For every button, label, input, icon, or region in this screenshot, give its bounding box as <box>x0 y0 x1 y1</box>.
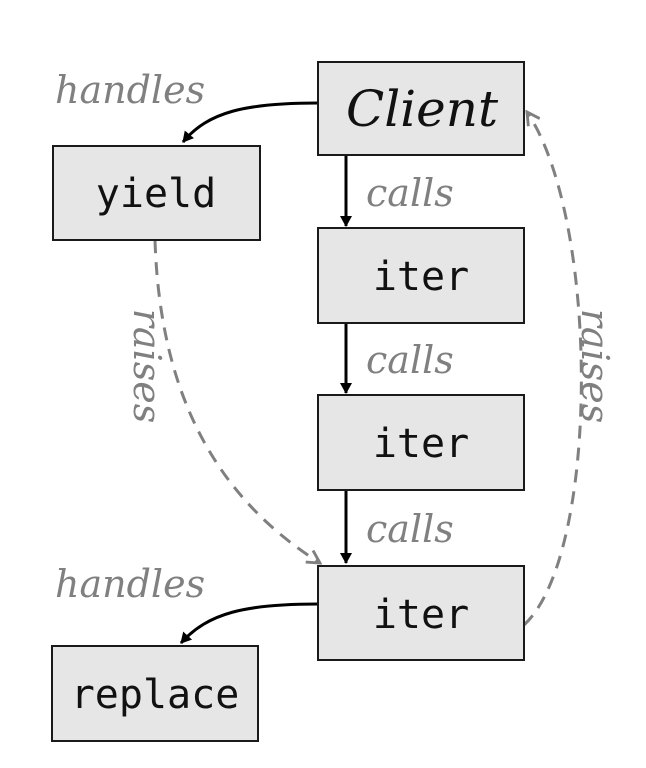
iter-handles-label: handles <box>55 562 205 606</box>
client-handles-label: handles <box>55 68 205 112</box>
iter-raises-label: raises <box>573 309 617 423</box>
iter-label-2: iter <box>373 421 469 467</box>
yield-node: yield <box>52 145 261 241</box>
calls-label-3: calls <box>366 507 454 551</box>
yield-label: yield <box>96 171 216 217</box>
client-node: Client <box>317 61 525 156</box>
calls-label-1: calls <box>366 171 454 215</box>
iter3-handles-arrow <box>179 602 319 645</box>
iter-label-1: iter <box>373 254 469 300</box>
replace-label: replace <box>71 672 240 718</box>
calls-label-2: calls <box>366 338 454 382</box>
iter-node-3: iter <box>317 565 525 661</box>
client-handles-arrow <box>181 101 319 143</box>
iter-node-2: iter <box>317 394 525 491</box>
yield-raises-arrow <box>153 239 320 563</box>
yield-raises-label: raises <box>125 309 169 423</box>
iter-node-1: iter <box>317 227 525 324</box>
replace-node: replace <box>51 645 259 742</box>
iter3-raises-arrow <box>522 112 583 627</box>
iter-label-3: iter <box>373 592 469 638</box>
client-label: Client <box>346 80 499 138</box>
